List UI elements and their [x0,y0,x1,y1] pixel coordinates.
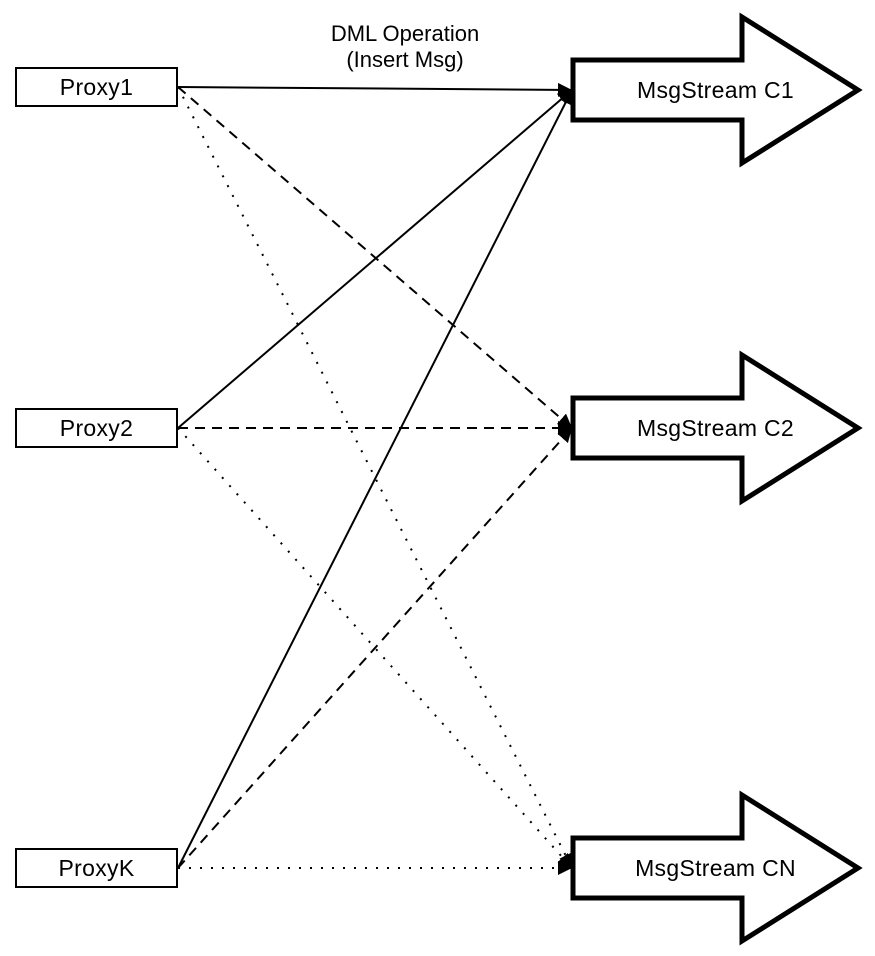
connection-proxy2-c1 [177,89,573,429]
msgstream-cn-arrow-shape [570,790,863,946]
proxy2-label: Proxy2 [59,414,134,441]
proxy1-label: Proxy1 [59,73,134,100]
dml-operation-annotation: DML Operation (Insert Msg) [293,21,517,73]
connection-proxy1-c2 [177,86,573,429]
dml-operation-annotation-line1: DML Operation [330,21,480,46]
proxyk-label: ProxyK [58,854,135,881]
msgstream-c2-arrow-shape [570,350,863,506]
dml-operation-annotation-line2: (Insert Msg) [346,47,464,72]
connection-proxyk-c1 [177,89,573,869]
msgstream-c1-arrow-shape [570,12,863,168]
proxy2-node: Proxy2 [15,408,178,448]
proxy1-node: Proxy1 [15,67,178,107]
connection-proxy1-c1 [177,82,573,97]
proxyk-node: ProxyK [15,848,178,888]
connection-proxyk-c2 [177,427,573,869]
